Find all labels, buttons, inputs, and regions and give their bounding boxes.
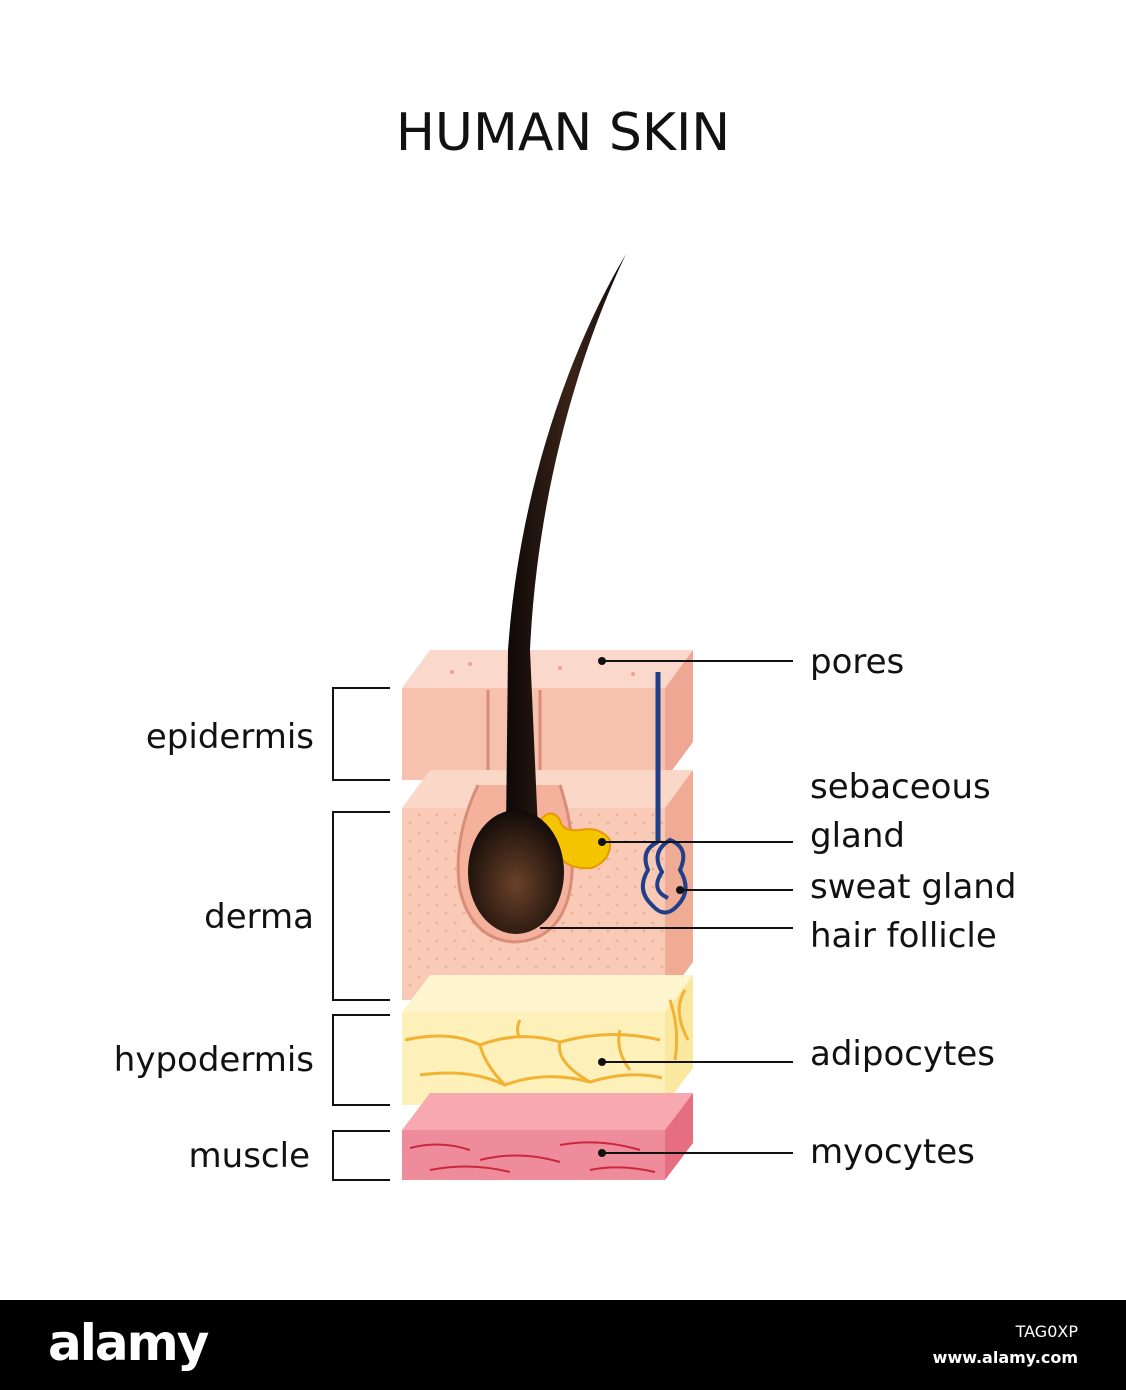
label-sweat-gland: sweat gland [810, 867, 1016, 907]
hypodermis-block [402, 975, 693, 1105]
leader-dot-adipocytes [598, 1058, 606, 1066]
leader-dot-sebaceous [598, 838, 606, 846]
label-hypodermis: hypodermis [114, 1040, 314, 1080]
label-sebaceous-line1: sebaceous [810, 767, 991, 807]
derma-bracket [332, 811, 390, 1001]
label-pores: pores [810, 642, 904, 682]
hair-shaft [506, 254, 626, 830]
leader-dot-sweat-gland [676, 886, 684, 894]
leader-dot-myocytes [598, 1149, 606, 1157]
epidermis-block [402, 650, 693, 780]
sweat-gland [640, 672, 688, 915]
hair-bulb [468, 810, 564, 934]
muscle-bracket [332, 1130, 390, 1181]
site-url: www.alamy.com [932, 1348, 1078, 1367]
label-hair-follicle: hair follicle [810, 916, 997, 956]
image-id: TAG0XP [1015, 1322, 1078, 1341]
label-muscle: muscle [189, 1136, 310, 1176]
epidermis-bracket [332, 687, 390, 781]
label-epidermis: epidermis [146, 717, 314, 757]
alamy-logo: alamy [48, 1314, 209, 1372]
label-adipocytes: adipocytes [810, 1034, 995, 1074]
hypodermis-bracket [332, 1014, 390, 1106]
diagram-title: HUMAN SKIN [396, 103, 730, 163]
muscle-block [402, 1093, 693, 1180]
leader-dot-pores [598, 657, 606, 665]
label-sebaceous-line2: gland [810, 816, 905, 856]
skin-diagram: HUMAN SKIN [114, 103, 1016, 1181]
watermark-bar: alamy TAG0XP www.alamy.com [0, 1300, 1126, 1390]
label-derma: derma [204, 897, 314, 937]
label-myocytes: myocytes [810, 1132, 975, 1172]
